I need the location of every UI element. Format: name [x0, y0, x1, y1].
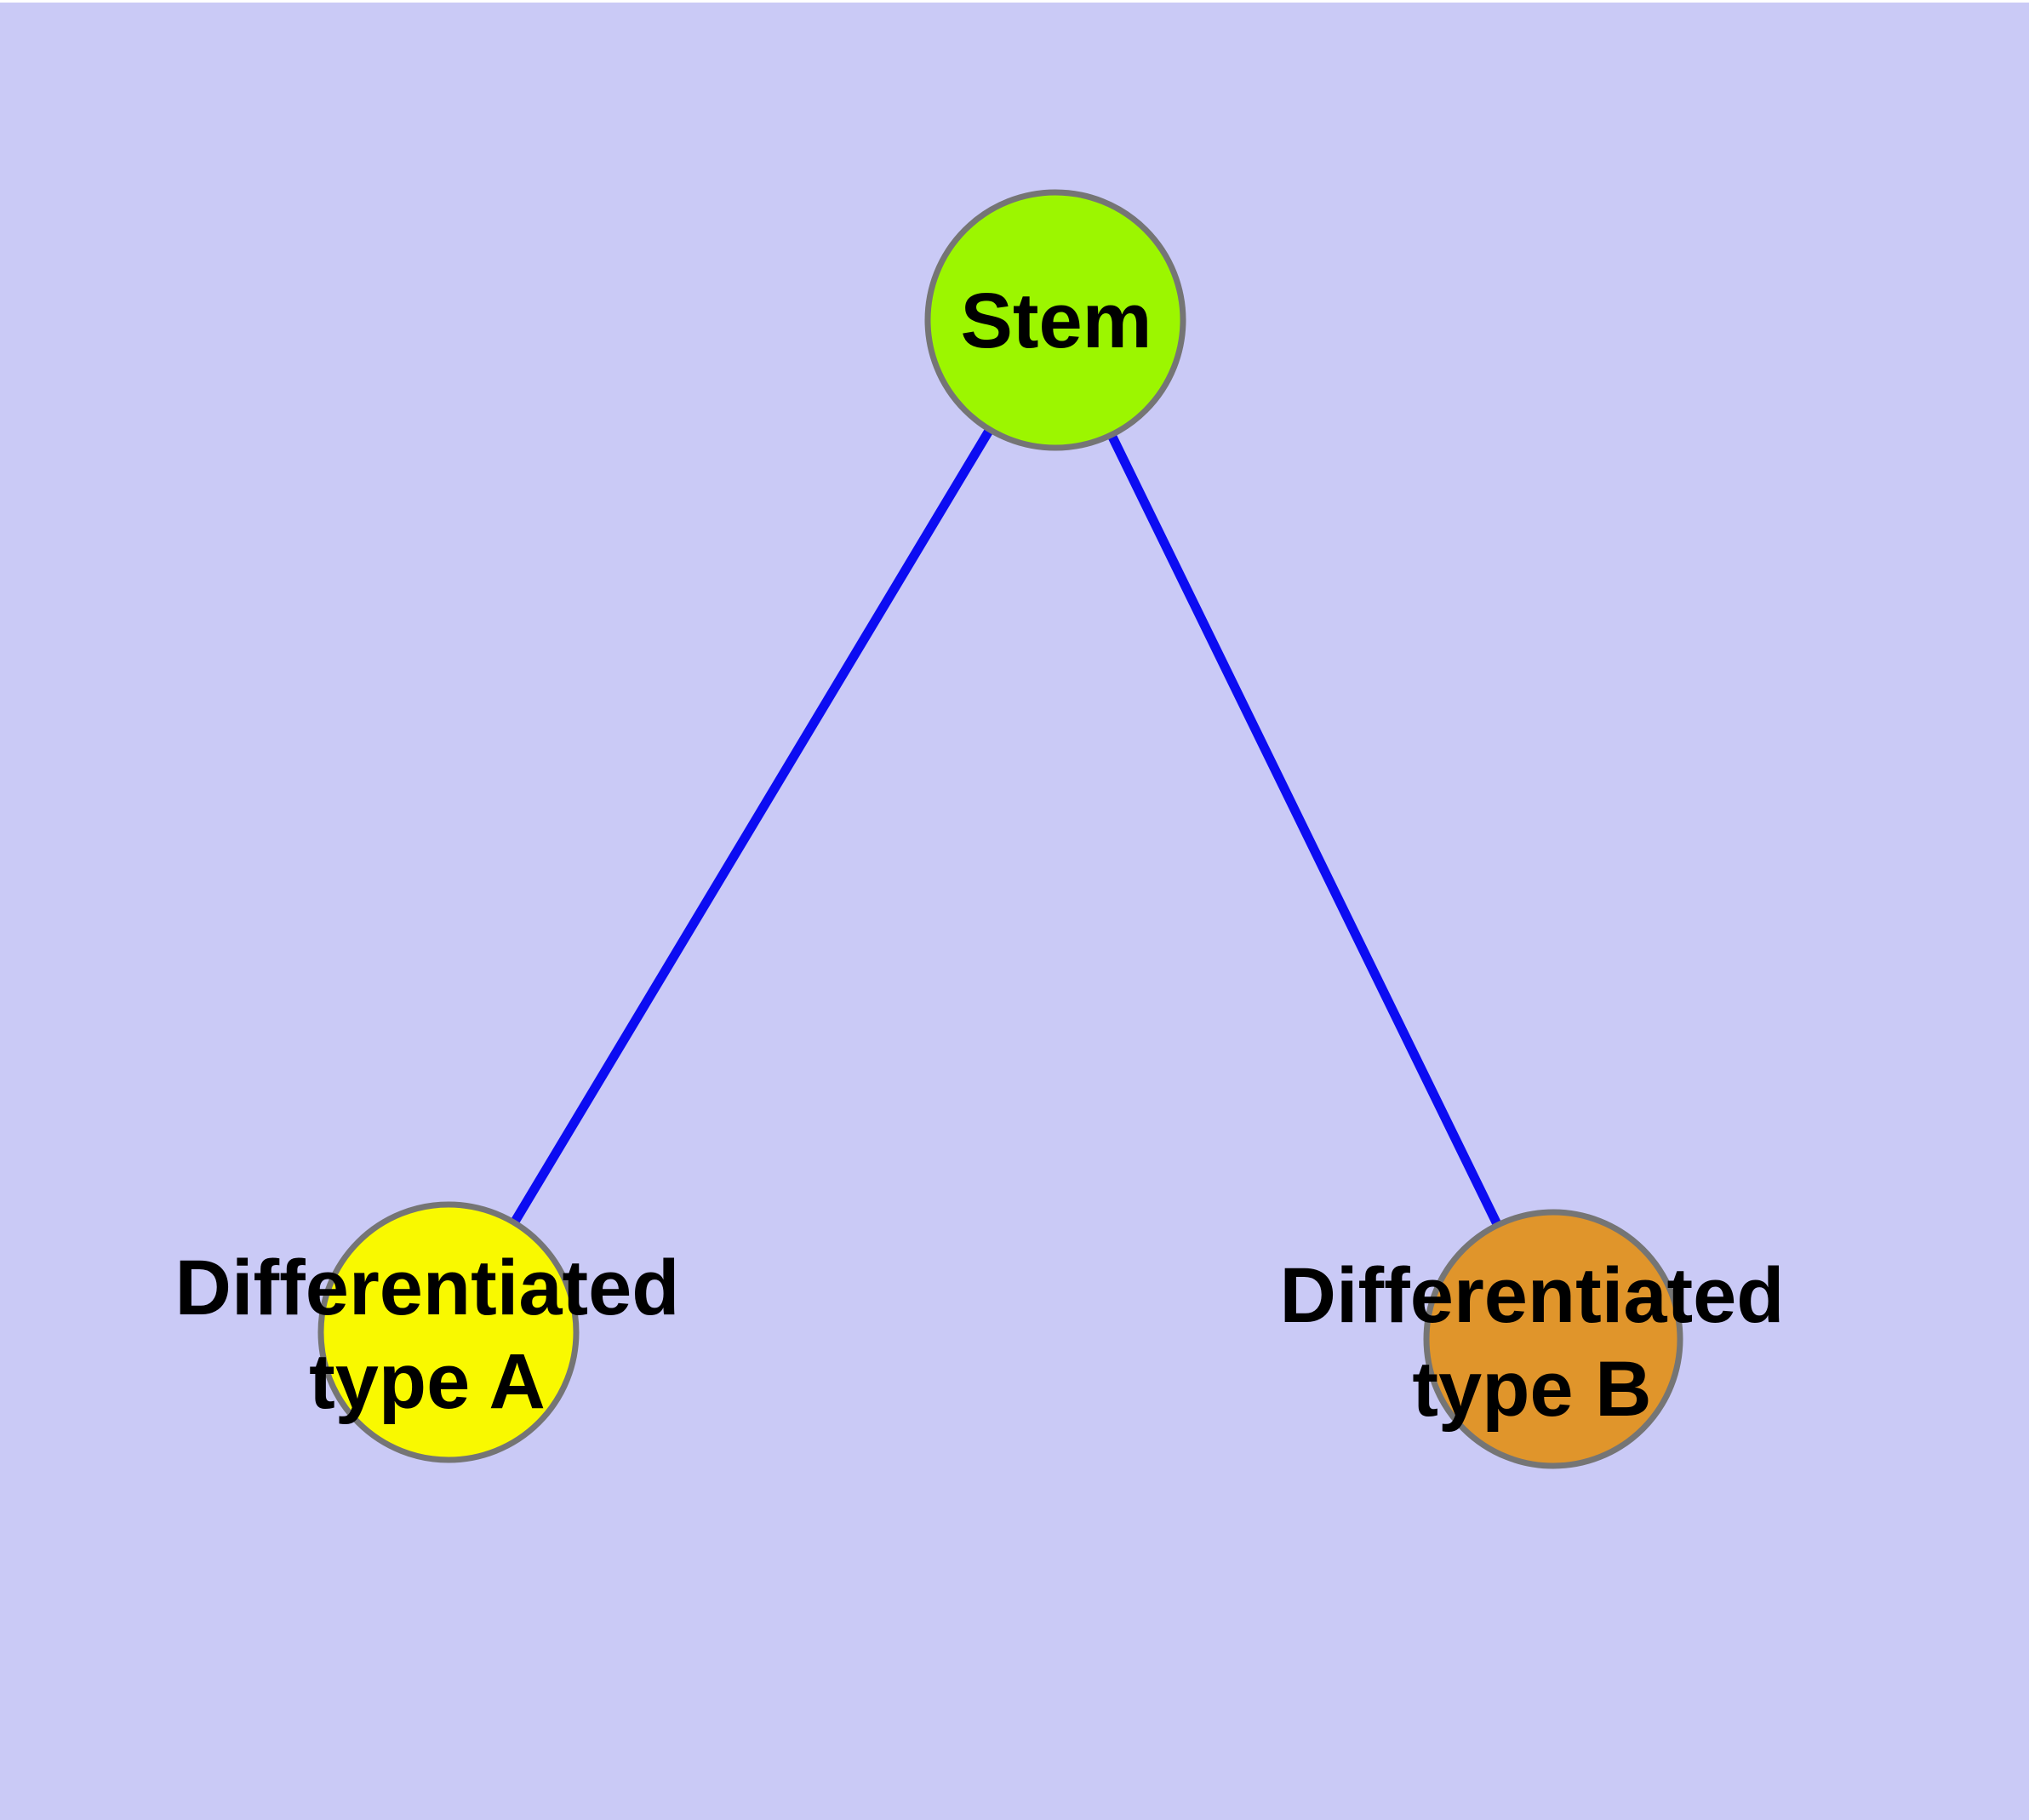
node-differentiated-type-a: [317, 1201, 580, 1463]
edge-stem-to-type-a: [444, 318, 1060, 1335]
top-margin-strip: [0, 0, 2029, 3]
edge-stem-to-type-b: [1051, 318, 1557, 1342]
node-stem: [924, 189, 1186, 451]
node-differentiated-type-a-label: Differentiated type A: [174, 1245, 680, 1425]
node-differentiated-type-b: [1423, 1209, 1683, 1469]
node-differentiated-type-b-label: Differentiated type B: [1279, 1252, 1785, 1433]
node-stem-label: Stem: [960, 278, 1152, 364]
